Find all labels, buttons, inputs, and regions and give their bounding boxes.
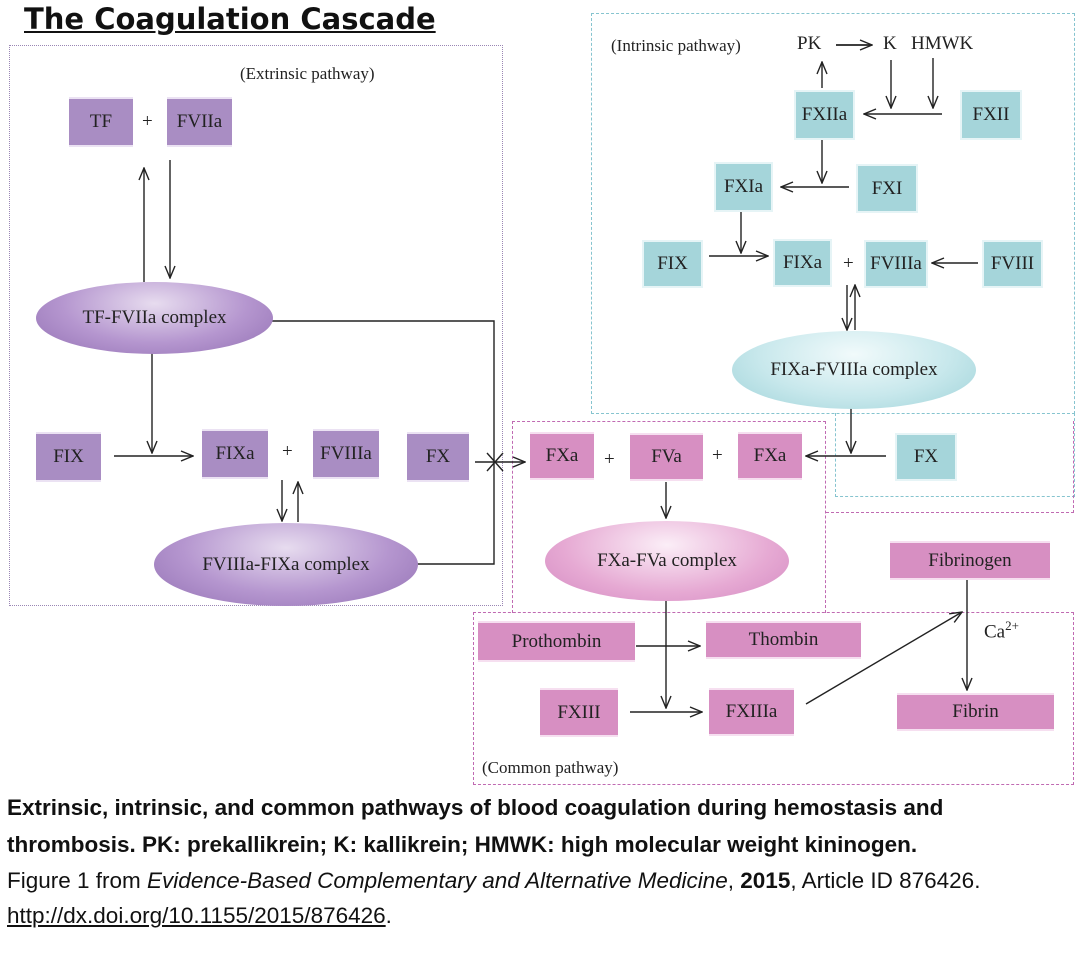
plus-sign: + <box>282 441 293 462</box>
figure-caption: Extrinsic, intrinsic, and common pathway… <box>7 789 1073 933</box>
line-fixa-complex-to-fx <box>417 462 495 565</box>
fxa-node-right: FXa <box>738 432 802 480</box>
fxi-node: FXI <box>856 164 918 213</box>
arrow-fxiiia-to-fibrin-path <box>805 612 962 705</box>
common-region-side <box>826 421 1074 513</box>
tf-fviia-complex-node: TF-FVIIa complex <box>36 282 273 354</box>
prothombin-node: Prothombin <box>478 621 635 662</box>
plus-sign: + <box>604 449 615 470</box>
page-title: The Coagulation Cascade <box>24 2 436 36</box>
fxiiia-node: FXIIIa <box>709 688 794 736</box>
intrinsic-label: (Intrinsic pathway) <box>611 36 741 55</box>
fix-node-intrinsic: FIX <box>642 240 703 288</box>
k-label: K <box>883 33 897 54</box>
junction-cross-2 <box>486 452 504 472</box>
fixa-fviiia-complex-node: FIXa-FVIIIa complex <box>732 331 976 409</box>
calcium-label: Ca2+ <box>984 618 1019 643</box>
extrinsic-region <box>9 45 503 606</box>
fxiia-node: FXIIa <box>794 90 855 140</box>
fxia-node: FXIa <box>714 162 773 212</box>
hmwk-label: HMWK <box>911 33 974 54</box>
fxiii-node: FXIII <box>540 688 618 737</box>
fxa-node-left: FXa <box>530 432 594 480</box>
common-region <box>512 421 826 613</box>
line-tf-complex-to-fx <box>272 320 495 462</box>
fibrinogen-node: Fibrinogen <box>890 541 1050 580</box>
fviia-node: FVIIa <box>167 97 232 147</box>
caption-separator: , <box>727 868 741 893</box>
caption-source: Figure 1 from Evidence-Based Complementa… <box>7 863 1073 933</box>
fviiia-node: FVIIIa <box>313 429 379 479</box>
intrinsic-region <box>591 13 1075 414</box>
fx-node: FX <box>407 432 469 482</box>
fixa-node: FIXa <box>202 429 268 479</box>
fxa-fva-complex-node: FXa-FVa complex <box>545 521 789 601</box>
doi-link[interactable]: http://dx.doi.org/10.1155/2015/876426 <box>7 903 386 928</box>
extrinsic-label: (Extrinsic pathway) <box>240 64 375 83</box>
caption-end: . <box>385 903 392 928</box>
plus-sign: + <box>142 111 153 132</box>
fva-node: FVa <box>630 433 703 481</box>
caption-article: , Article ID 876426. <box>790 868 981 893</box>
thombin-node: Thombin <box>706 621 861 659</box>
fviiia-node-intrinsic: FVIIIa <box>864 240 928 288</box>
pk-label: PK <box>797 33 822 54</box>
tf-node: TF <box>69 97 133 147</box>
fibrin-node: Fibrin <box>897 693 1054 731</box>
caption-source-prefix: Figure 1 from <box>7 868 148 893</box>
calcium-charge: 2+ <box>1005 618 1019 633</box>
caption-journal: Evidence-Based Complementary and Alterna… <box>147 868 728 893</box>
fixa-node-intrinsic: FIXa <box>773 239 832 287</box>
fix-node: FIX <box>36 432 101 482</box>
common-region-lower <box>473 612 1074 785</box>
caption-summary: Extrinsic, intrinsic, and common pathway… <box>7 795 944 857</box>
fx-node-intrinsic: FX <box>895 433 957 481</box>
common-label: (Common pathway) <box>482 758 619 777</box>
plus-sign: + <box>712 445 723 466</box>
fviii-node: FVIII <box>982 240 1043 288</box>
caption-year: 2015 <box>740 868 791 893</box>
fviiia-fixa-complex-node: FVIIIa-FIXa complex <box>154 523 418 606</box>
intrinsic-region-tail <box>835 413 1075 497</box>
fxii-node: FXII <box>960 90 1022 140</box>
calcium-symbol: Ca <box>984 621 1006 643</box>
plus-sign: + <box>843 253 854 274</box>
